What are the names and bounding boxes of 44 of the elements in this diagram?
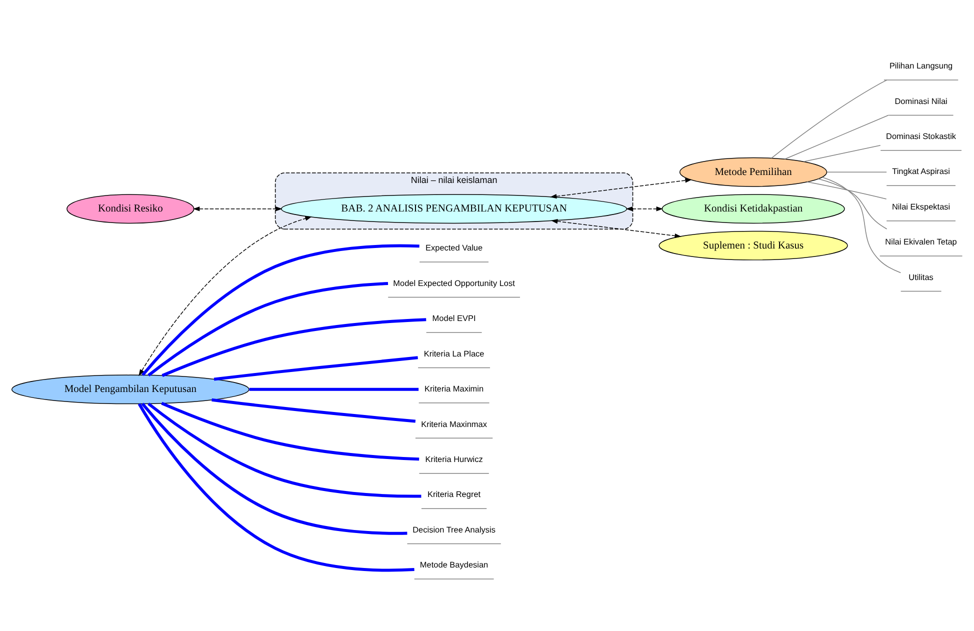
node-text: Kriteria Hurwicz bbox=[425, 454, 483, 464]
node-text: Nilai Ekspektasi bbox=[892, 202, 950, 211]
connector bbox=[138, 402, 414, 572]
arrow bbox=[550, 178, 692, 198]
node-text: Kriteria Maximin bbox=[424, 384, 484, 394]
node-text: Dominasi Nilai bbox=[894, 96, 948, 106]
node-text: Metode Baydesian bbox=[420, 560, 488, 570]
connector bbox=[249, 387, 419, 390]
node-text: Utilitas bbox=[908, 272, 934, 282]
node-text: Model Expected Opportunity Lost bbox=[393, 278, 515, 288]
node-text: Kriteria Regret bbox=[428, 490, 481, 499]
node-text: Kriteria La Place bbox=[424, 348, 484, 358]
connector bbox=[212, 398, 416, 422]
arrow bbox=[138, 216, 312, 376]
connector bbox=[803, 144, 881, 162]
node-text: Tingkat Aspirasi bbox=[892, 166, 950, 176]
connector bbox=[142, 244, 420, 376]
node-ellipse: Kondisi Resiko bbox=[66, 194, 194, 224]
connector bbox=[784, 114, 890, 159]
arrow bbox=[626, 206, 664, 211]
arrow bbox=[550, 218, 682, 238]
node-ellipse: Metode Pemilihan bbox=[679, 156, 828, 186]
node-text: Pilihan Langsung bbox=[889, 61, 953, 70]
connector bbox=[148, 402, 422, 498]
connector bbox=[162, 318, 426, 376]
node-ellipse: Suplemen : Studi Kasus bbox=[658, 230, 848, 260]
node-text: Nilai Ekivalen Tetap bbox=[885, 237, 957, 246]
connector bbox=[148, 281, 388, 376]
arrow bbox=[192, 206, 282, 211]
connector bbox=[214, 356, 418, 380]
node-text: Kriteria Maxinmax bbox=[421, 419, 488, 428]
node-text: Decision Tree Analysis bbox=[412, 524, 496, 534]
node-text: Dominasi Stokastik bbox=[886, 132, 956, 141]
connector bbox=[822, 176, 902, 273]
connector bbox=[771, 79, 888, 158]
connector bbox=[161, 401, 420, 460]
connector bbox=[818, 178, 888, 229]
connector bbox=[806, 181, 887, 199]
node-text: Model EVPI bbox=[432, 314, 476, 323]
node-ellipse: Kondisi Ketidakpastian bbox=[662, 194, 845, 224]
node-ellipse: Model Pengambilan Keputusan bbox=[11, 374, 250, 404]
connector bbox=[141, 402, 408, 534]
connector bbox=[826, 171, 887, 172]
node-text: Expected Value bbox=[426, 243, 483, 252]
